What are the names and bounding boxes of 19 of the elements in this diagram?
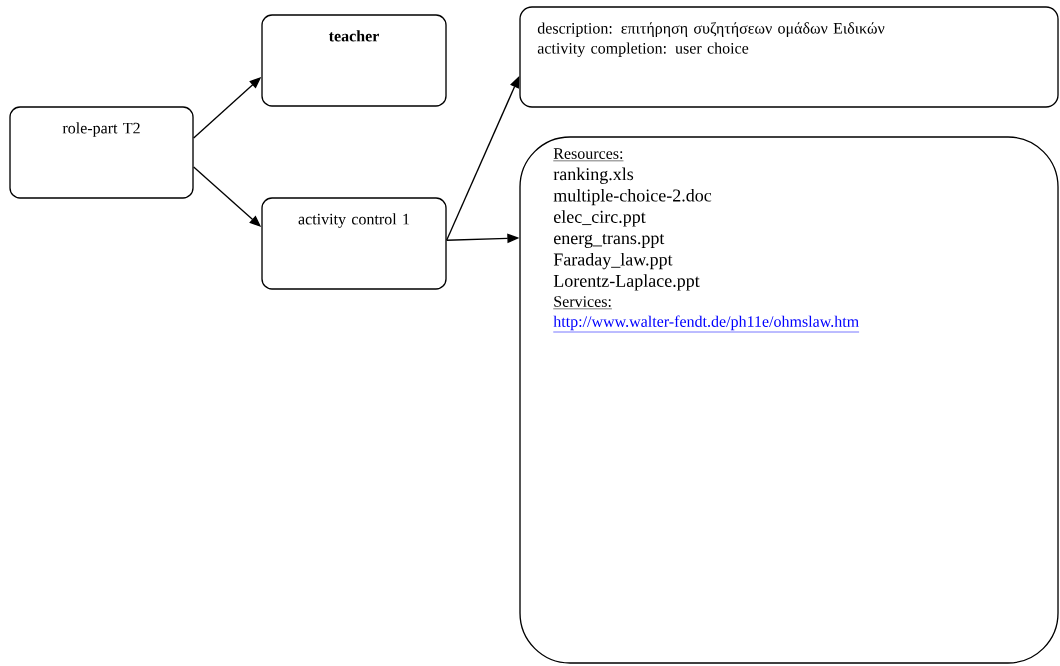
section-heading: Services: (553, 296, 613, 310)
box-text: description: επιτήρηση συζητήσεων ομάδων Ειδικών (537, 22, 885, 37)
box-text: activity completion: user choice (537, 42, 749, 57)
box-text: role-part T2 (62, 122, 140, 137)
file-name: Lorentz-Laplace.ppt (553, 274, 700, 291)
section-heading: Resources: (553, 148, 624, 162)
file-name: ranking.xls (553, 167, 634, 184)
role-label: teacher (328, 30, 379, 42)
link: http://www.walter-fendt.de/ph11e/ohmslaw.htm (553, 315, 860, 333)
role-box (261, 14, 447, 107)
box-text: activity control 1 (298, 213, 410, 228)
description-box (519, 6, 1059, 108)
role-box (9, 106, 194, 199)
activity-box (261, 197, 447, 290)
file-name: energ_trans.ppt (554, 233, 665, 248)
resources-box (519, 136, 1059, 664)
file-name: multiple-choice-2.doc (553, 188, 712, 206)
file-name: Faraday_law.ppt (553, 252, 673, 270)
file-name: elec_circ.ppt (554, 210, 646, 227)
